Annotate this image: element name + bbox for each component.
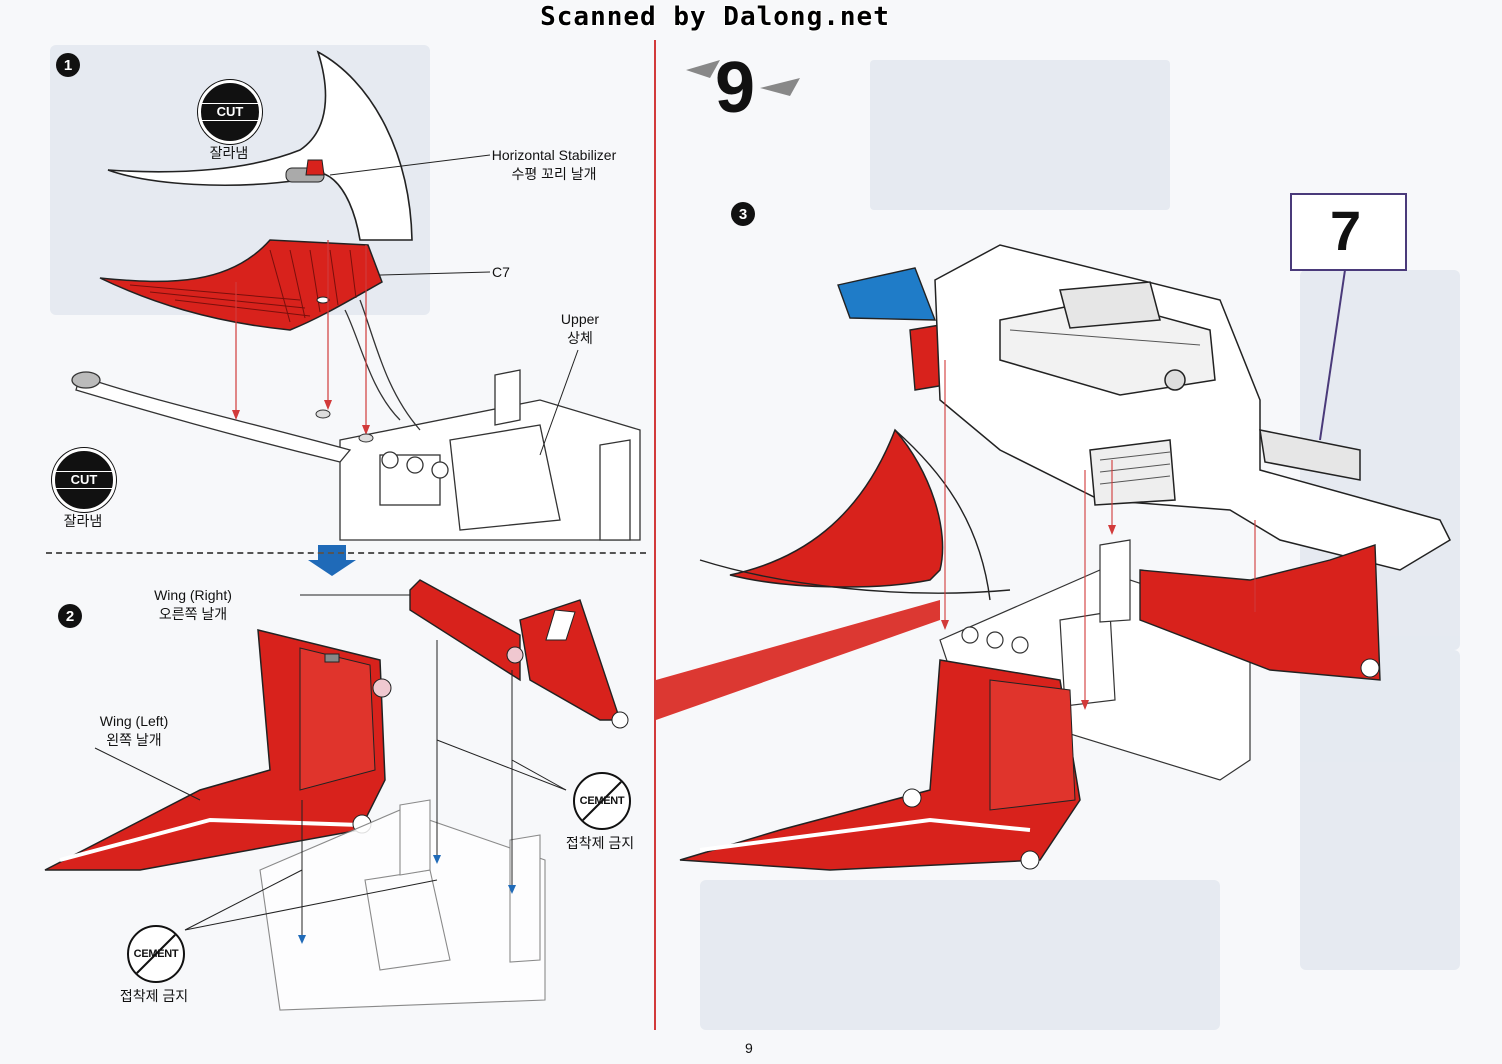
wing-left-label: Wing (Left) 왼쪽 날개	[99, 713, 169, 748]
substep-divider	[46, 552, 646, 554]
horizontal-stabilizer-label: Horizontal Stabilizer 수평 꼬리 날개	[491, 147, 617, 182]
step-number-heading: 9	[715, 48, 756, 128]
page-number: 9	[745, 1040, 753, 1056]
horizontal-stabilizer-part	[107, 50, 413, 241]
no-cement-icon-right: CEMENT	[573, 772, 631, 830]
cut-badge-top: CUT	[198, 80, 262, 144]
right-wing-assembled	[1139, 544, 1381, 681]
tail-red-part	[699, 428, 1011, 601]
cut-label-top: 잘라냄	[209, 145, 249, 161]
wing-right-label: Wing (Right) 오른쪽 날개	[154, 587, 232, 622]
upper-label: Upper 상체	[560, 311, 600, 346]
step-2-marker: 2	[58, 604, 82, 628]
no-cement-label-right: 접착제 금지	[565, 835, 635, 851]
scan-watermark-label: Scanned by Dalong.net	[540, 2, 890, 32]
blue-nose-part	[837, 267, 937, 321]
no-cement-icon-left: CEMENT	[127, 925, 185, 983]
left-wing-part	[44, 629, 392, 871]
step-1-marker: 1	[56, 53, 80, 77]
step-3-marker: 3	[731, 202, 755, 226]
reference-step-box: 7	[1290, 193, 1407, 271]
cut-label-bottom: 잘라냄	[63, 513, 103, 529]
left-wing-assembled	[679, 659, 1081, 871]
upper-body-part	[934, 244, 1451, 571]
c7-label: C7	[492, 264, 510, 280]
c7-part	[99, 239, 383, 331]
column-divider	[654, 40, 656, 1030]
no-cement-label-left: 접착제 금지	[119, 988, 189, 1004]
right-wing-part	[409, 579, 629, 729]
reference-step-number: 7	[1330, 199, 1362, 262]
cut-badge-bottom: CUT	[52, 448, 116, 512]
